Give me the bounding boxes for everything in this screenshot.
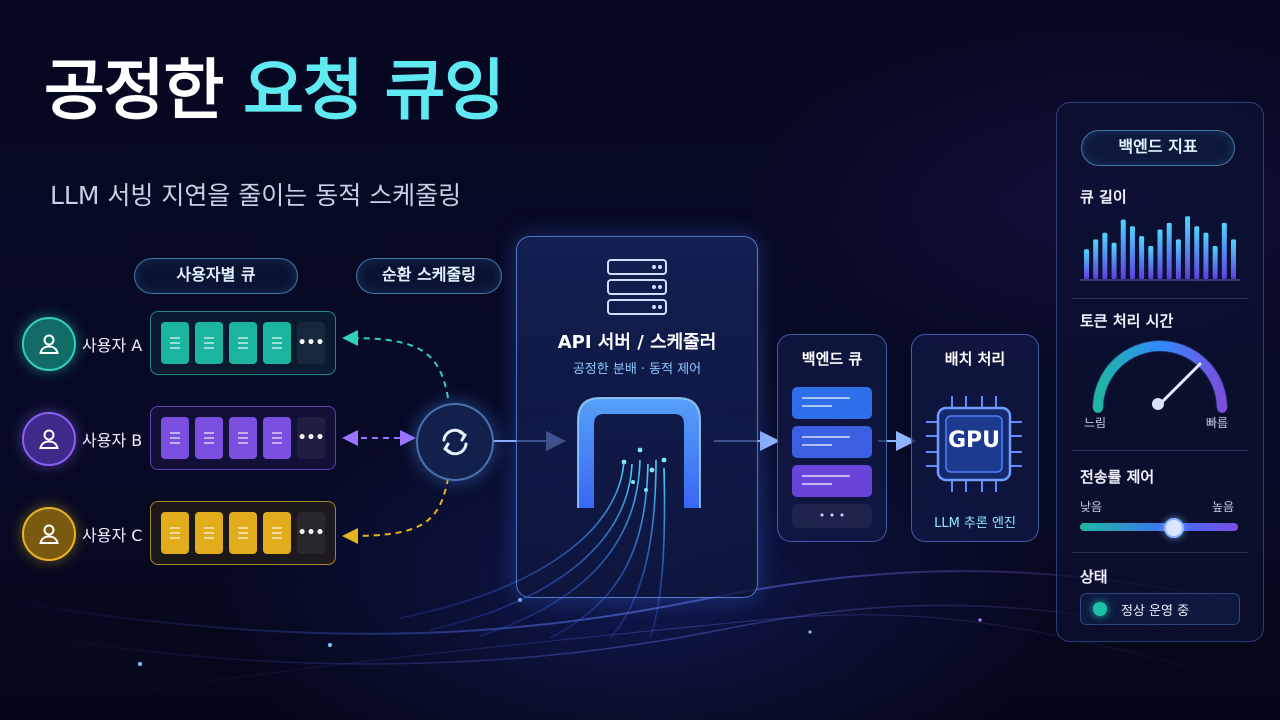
queue-length-label: 큐 길이 <box>1080 188 1127 206</box>
user-a-queue: ••• <box>150 311 336 375</box>
divider <box>1072 552 1248 553</box>
metrics-panel <box>1056 102 1264 642</box>
queue-length-bar <box>1139 236 1145 279</box>
token-time-label: 토큰 처리 시간 <box>1080 312 1174 330</box>
user-icon <box>39 524 59 544</box>
queue-item <box>229 512 257 554</box>
gauge-slow-label: 느림 <box>1084 416 1107 430</box>
divider <box>1072 298 1248 299</box>
per-user-queue-pill: 사용자별 큐 <box>134 258 298 294</box>
sync-icon <box>442 428 468 456</box>
chip-icon <box>926 396 1022 492</box>
queue-length-bar <box>1231 239 1236 279</box>
round-robin-scheduler <box>416 403 494 481</box>
queue-item <box>161 417 189 459</box>
metrics-header: 백엔드 지표 <box>1081 130 1235 166</box>
queue-length-bar <box>1212 246 1218 279</box>
batch-title: 배치 처리 <box>944 350 1006 368</box>
gpu-label: GPU <box>947 428 1001 453</box>
queue-length-bar <box>1157 229 1163 279</box>
queue-item <box>161 512 189 554</box>
queue-length-bars <box>1080 216 1240 281</box>
status-dot <box>1093 602 1107 616</box>
title-part-1: 공정한 <box>44 52 224 129</box>
status-label: 상태 <box>1080 568 1108 586</box>
queue-length-bar <box>1166 222 1172 279</box>
more-glyph: ••• <box>297 417 325 459</box>
queue-item <box>195 512 223 554</box>
rate-slider-thumb[interactable] <box>1163 518 1184 538</box>
backend-queue-item <box>792 387 872 419</box>
queue-length-bar <box>1084 249 1089 279</box>
token-speed-gauge <box>1092 340 1228 413</box>
backend-queue-item <box>792 465 872 497</box>
batch-caption: LLM 추론 엔진 <box>934 516 1016 531</box>
gauge-fast-label: 빠름 <box>1206 416 1229 430</box>
user-c-label: 사용자 C <box>82 526 143 545</box>
user-a-label: 사용자 A <box>82 336 143 355</box>
avatar-user-b <box>22 412 76 466</box>
status-badge: 정상 운영 중 <box>1080 593 1240 625</box>
queue-length-bar <box>1185 216 1191 279</box>
queue-length-bar <box>1111 242 1117 279</box>
queue-length-bar <box>1194 226 1200 279</box>
queue-item <box>161 322 189 364</box>
queue-length-bar <box>1093 239 1099 279</box>
avatar-user-c <box>22 507 76 561</box>
more-glyph: ••• <box>297 512 325 554</box>
user-icon <box>39 429 59 449</box>
user-b-label: 사용자 B <box>82 431 143 450</box>
gateway-streams <box>400 397 701 639</box>
user-icon <box>39 334 59 354</box>
gauge-needle <box>1158 362 1202 406</box>
queue-item <box>229 322 257 364</box>
arrow-to-user-c <box>342 477 449 544</box>
status-text: 정상 운영 중 <box>1121 604 1190 619</box>
queue-item <box>229 417 257 459</box>
queue-length-bar <box>1175 239 1181 279</box>
rate-slider-track[interactable] <box>1080 518 1238 538</box>
queue-length-bar <box>1221 222 1227 279</box>
backend-queue-item <box>792 426 872 458</box>
queue-item <box>195 417 223 459</box>
page-subtitle: LLM 서빙 지연을 줄이는 동적 스케줄링 <box>50 181 462 210</box>
more-glyph: ••• <box>297 322 325 364</box>
server-icon <box>607 259 667 315</box>
queue-length-bar <box>1129 226 1135 279</box>
rate-high-label: 높음 <box>1212 500 1235 514</box>
divider <box>1072 450 1248 451</box>
queue-item <box>263 512 291 554</box>
api-server-title: API 서버 / 스케줄러 <box>557 332 717 353</box>
backend-queue-more: • • • <box>792 504 872 528</box>
title-part-2: 요청 큐잉 <box>243 52 505 129</box>
queue-item <box>263 417 291 459</box>
user-c-queue: ••• <box>150 501 336 565</box>
queue-item <box>195 322 223 364</box>
queue-length-bar <box>1102 232 1108 279</box>
queue-item <box>263 322 291 364</box>
arrow-to-user-a <box>342 330 449 399</box>
user-b-queue: ••• <box>150 406 336 470</box>
queue-length-bar <box>1148 246 1154 279</box>
round-robin-pill: 순환 스케줄링 <box>356 258 502 294</box>
backend-queue-title: 백엔드 큐 <box>801 350 863 368</box>
rate-control-label: 전송률 제어 <box>1080 468 1155 486</box>
api-server-subtitle: 공정한 분배 · 동적 제어 <box>572 362 702 377</box>
queue-length-bar <box>1203 232 1209 279</box>
rate-low-label: 낮음 <box>1080 500 1103 514</box>
queue-length-bar <box>1120 219 1126 279</box>
avatar-user-a <box>22 317 76 371</box>
